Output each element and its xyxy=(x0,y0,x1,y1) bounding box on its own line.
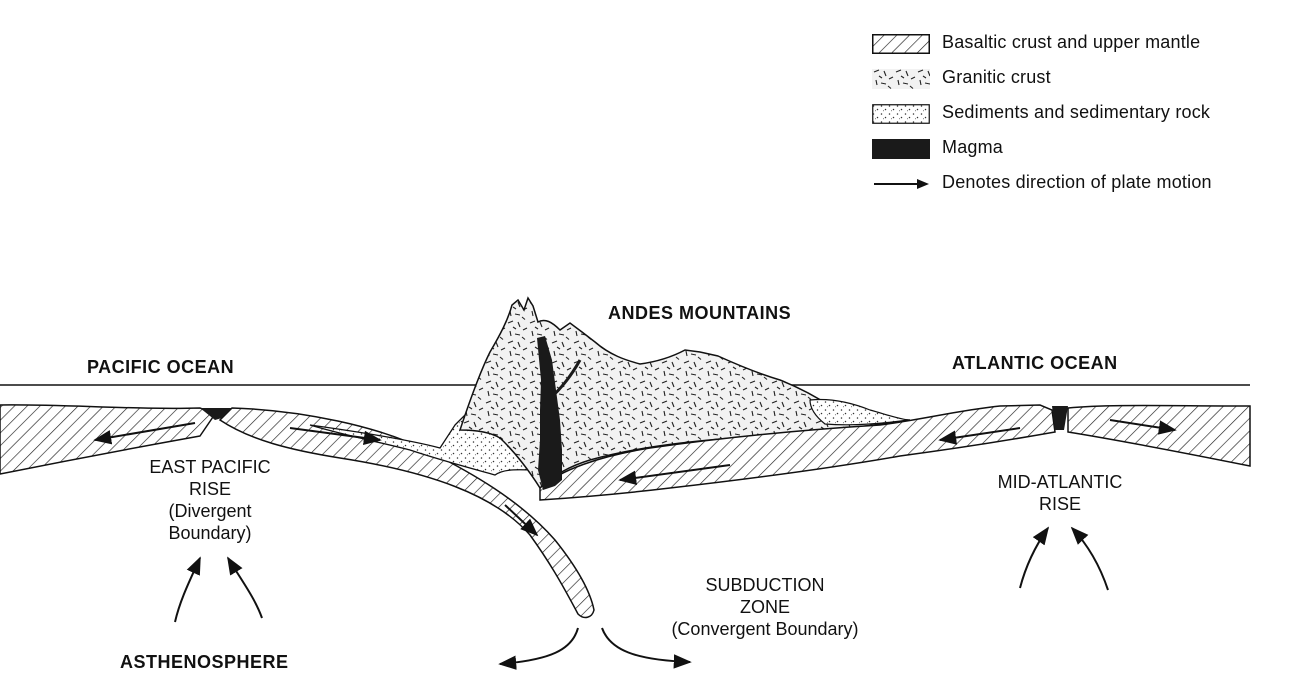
convection-arrow xyxy=(228,558,262,618)
subduction-zone-line: SUBDUCTION xyxy=(640,574,890,596)
mid-atlantic-rise-line: MID-ATLANTIC xyxy=(985,471,1135,493)
subduction-zone-line: ZONE xyxy=(640,596,890,618)
legend-item-magma: Magma xyxy=(872,135,1292,170)
legend-item-basaltic: Basaltic crust and upper mantle xyxy=(872,30,1292,65)
basaltic-hatch-icon xyxy=(872,34,930,54)
foreland-sediment xyxy=(810,399,908,424)
legend-item-granitic: Granitic crust xyxy=(872,65,1292,100)
legend: Basaltic crust and upper mantle Granitic… xyxy=(872,30,1292,205)
asthenosphere-label: ASTHENOSPHERE xyxy=(120,651,289,673)
subduction-zone-line: (Convergent Boundary) xyxy=(640,618,890,640)
subduction-zone-label: SUBDUCTION ZONE (Convergent Boundary) xyxy=(640,574,890,640)
east-pacific-rise-line: Boundary) xyxy=(130,522,290,544)
legend-label: Magma xyxy=(942,137,1003,158)
legend-item-plate-motion: Denotes direction of plate motion xyxy=(872,170,1292,205)
legend-label: Denotes direction of plate motion xyxy=(942,172,1212,193)
legend-label: Granitic crust xyxy=(942,67,1051,88)
convection-arrow xyxy=(1020,528,1048,588)
sediment-dots-icon xyxy=(872,104,930,124)
east-pacific-rise-label: EAST PACIFIC RISE (Divergent Boundary) xyxy=(130,456,290,544)
pacific-ocean-label: PACIFIC OCEAN xyxy=(87,356,234,378)
atlantic-ocean-label: ATLANTIC OCEAN xyxy=(952,352,1118,374)
east-pacific-rise-line: RISE xyxy=(130,478,290,500)
convection-arrow xyxy=(1072,528,1108,590)
atlantic-plate-east xyxy=(1068,406,1250,467)
arrow-right-icon xyxy=(872,174,930,194)
andes-mountains-label: ANDES MOUNTAINS xyxy=(608,302,791,324)
granitic-dashes-icon xyxy=(872,69,930,89)
convection-arrow xyxy=(500,628,578,664)
legend-label: Basaltic crust and upper mantle xyxy=(942,32,1200,53)
mid-atlantic-rise-line: RISE xyxy=(985,493,1135,515)
convection-arrow xyxy=(175,558,200,622)
magma-solid-icon xyxy=(872,139,930,159)
legend-item-sediments: Sediments and sedimentary rock xyxy=(872,100,1292,135)
east-pacific-rise-line: EAST PACIFIC xyxy=(130,456,290,478)
east-pacific-rise-line: (Divergent xyxy=(130,500,290,522)
legend-label: Sediments and sedimentary rock xyxy=(942,102,1210,123)
mid-atlantic-rise-label: MID-ATLANTIC RISE xyxy=(985,471,1135,515)
